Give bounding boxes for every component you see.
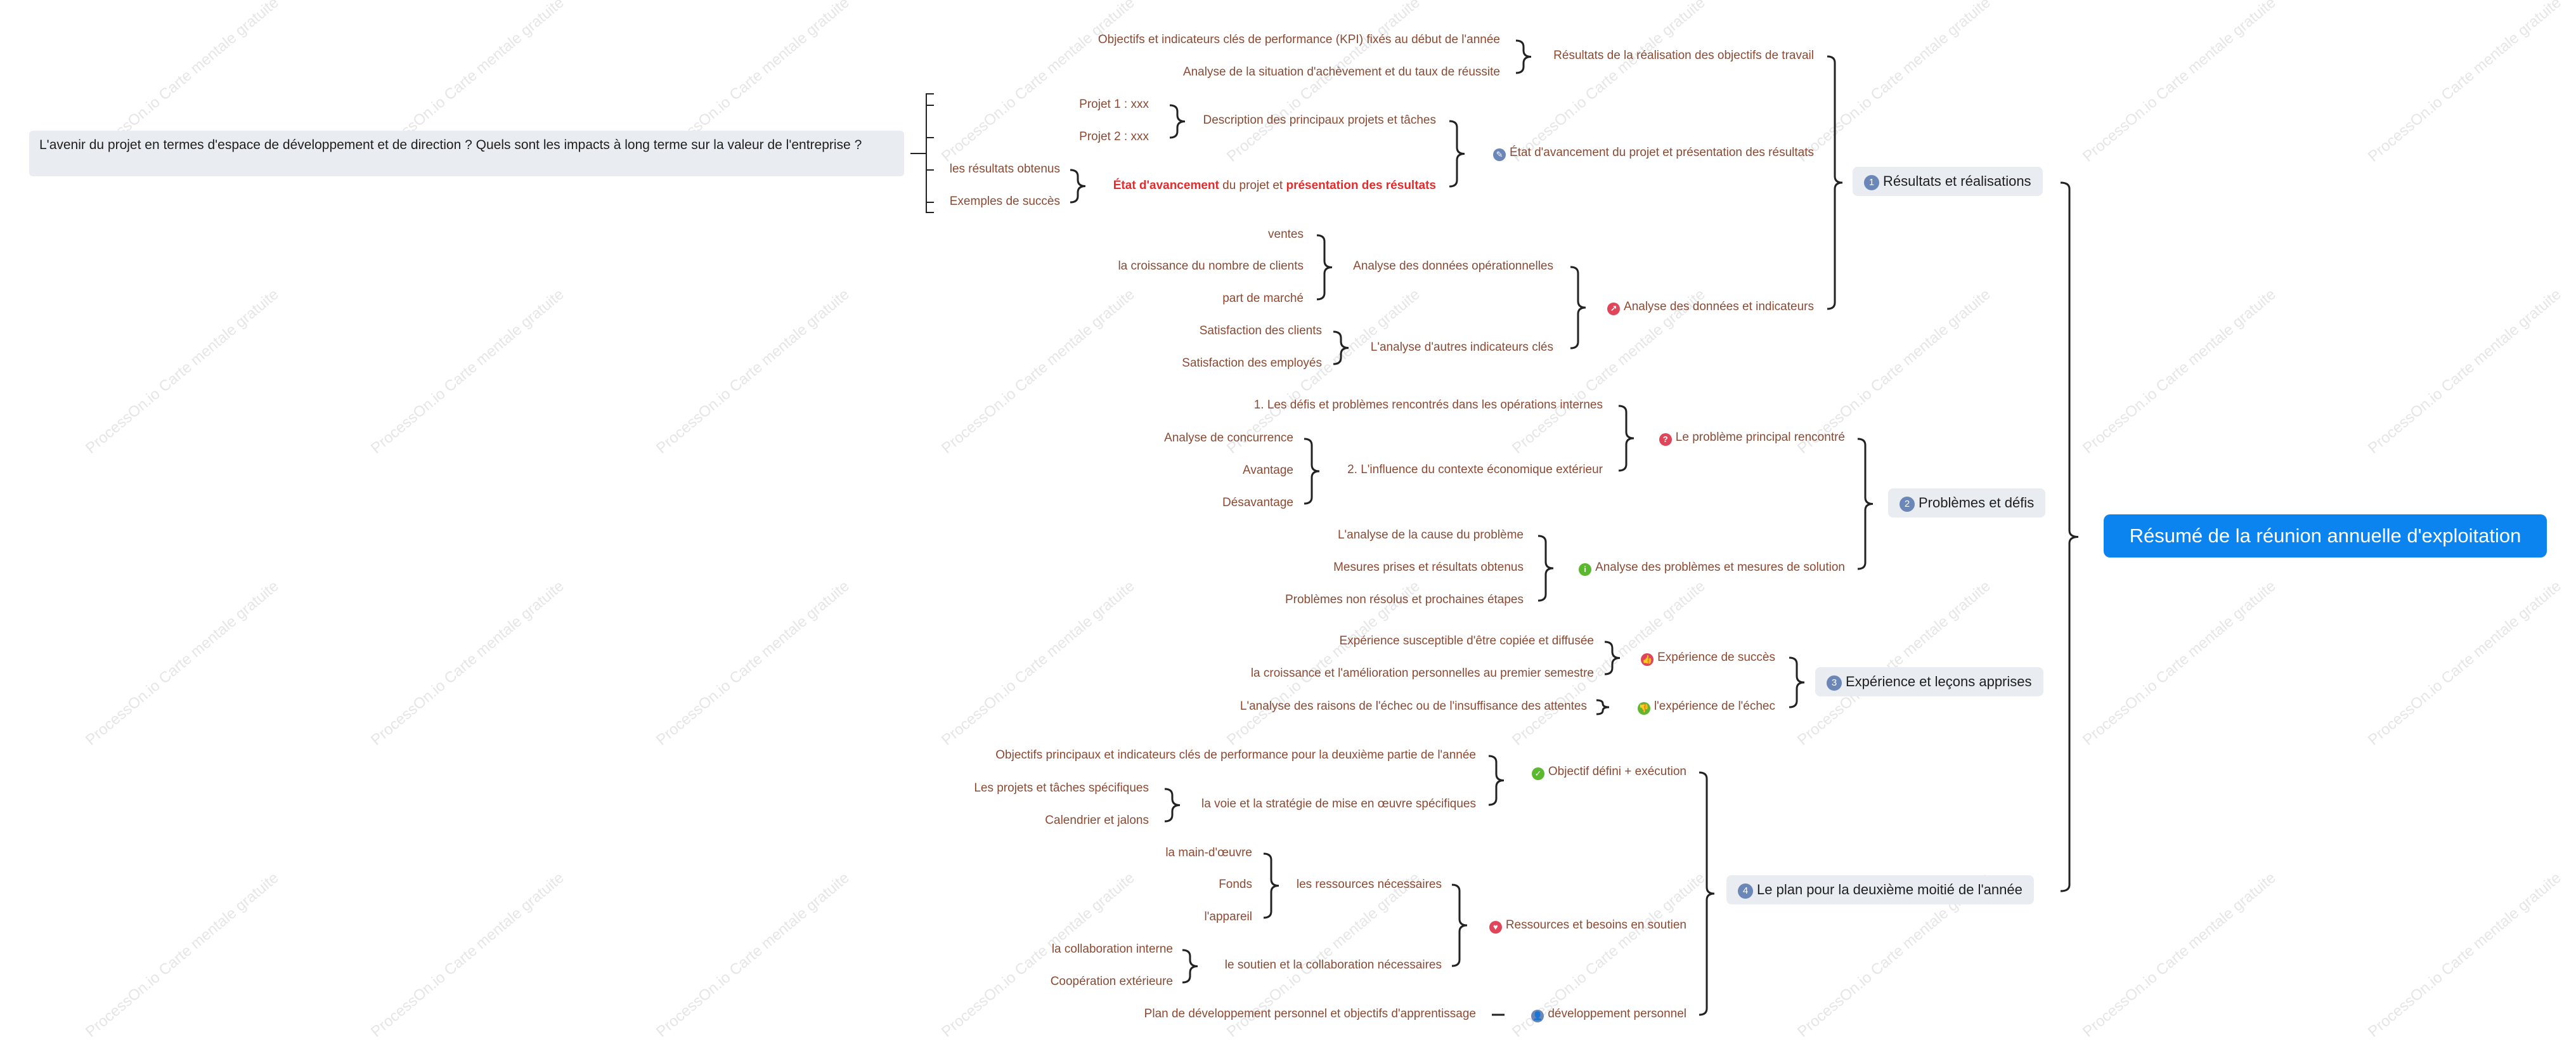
leaf-satisfaction-clients[interactable]: Satisfaction des clients — [1199, 324, 1322, 337]
leaf-resultats-obtenus[interactable]: les résultats obtenus — [949, 162, 1060, 176]
thumbs-down-icon: 👎 — [1637, 702, 1650, 715]
brace-connector — [1316, 234, 1333, 301]
brace-connector — [1827, 55, 1843, 310]
brace-connector — [1488, 755, 1505, 806]
brace-connector — [1537, 535, 1554, 602]
brace-connector — [1164, 788, 1181, 823]
topic-defis-internes[interactable]: 1. Les défis et problèmes rencontrés dan… — [1253, 398, 1603, 412]
leaf-mesures-prises[interactable]: Mesures prises et résultats obtenus — [1333, 561, 1524, 574]
topic-contexte-economique[interactable]: 2. L'influence du contexte économique ex… — [1347, 463, 1603, 476]
leaf-exemples-succes[interactable]: Exemples de succès — [949, 195, 1060, 208]
brace-connector — [1169, 104, 1186, 139]
leaf-cooperation-exterieure[interactable]: Coopération extérieure — [1050, 975, 1173, 988]
topic-experience-echec[interactable]: 👎l'expérience de l'échec — [1637, 700, 1775, 715]
heart-icon: ♥ — [1489, 921, 1502, 934]
brace-connector — [1515, 39, 1532, 74]
leaf-plan-developpement[interactable]: Plan de développement personnel et objec… — [1144, 1007, 1476, 1020]
thumbs-up-icon: 👍 — [1641, 653, 1654, 666]
branch-plan[interactable]: 4 Le plan pour la deuxième moitié de l'an… — [1726, 875, 2034, 904]
branch-experience[interactable]: 3 Expérience et leçons apprises — [1815, 667, 2043, 696]
topic-objectifs-travail[interactable]: Résultats de la réalisation des objectif… — [1553, 49, 1814, 62]
topic-developpement-personnel[interactable]: 👤développement personnel — [1531, 1007, 1686, 1022]
root-topic[interactable]: Résumé de la réunion annuelle d'exploita… — [2104, 514, 2547, 557]
brace-connector — [1699, 771, 1715, 1016]
leaf-appareil[interactable]: l'appareil — [1204, 910, 1252, 923]
branch-label: Expérience et leçons apprises — [1846, 674, 2032, 689]
branch-resultats[interactable]: 1 Résultats et réalisations — [1853, 167, 2043, 196]
branch-label: Problèmes et défis — [1919, 495, 2035, 511]
leaf-croissance-clients[interactable]: la croissance du nombre de clients — [1118, 259, 1304, 273]
info-icon: i — [1579, 563, 1592, 576]
leaf-part-marche[interactable]: part de marché — [1222, 292, 1304, 305]
brace-connector — [2060, 181, 2079, 892]
topic-presentation-resultats[interactable]: État d'avancement du projet et présentat… — [1113, 179, 1436, 192]
number-4-icon: 4 — [1738, 883, 1753, 899]
brace-connector — [1857, 438, 1874, 570]
brace-connector — [1596, 699, 1610, 715]
branch-label: Résultats et réalisations — [1883, 173, 2031, 189]
brace-connector — [1182, 949, 1198, 984]
brace-connector — [1789, 656, 1805, 708]
leaf-analyse-achevement[interactable]: Analyse de la situation d'achèvement et … — [1182, 65, 1500, 79]
number-1-icon: 1 — [1864, 175, 1879, 190]
leaf-collaboration-interne[interactable]: la collaboration interne — [1051, 942, 1173, 956]
topic-probleme-principal[interactable]: ?Le problème principal rencontré — [1659, 431, 1845, 446]
leaf-cause-probleme[interactable]: L'analyse de la cause du problème — [1337, 528, 1524, 542]
leaf-projet-2[interactable]: Projet 2 : xxx — [1079, 130, 1149, 143]
topic-objectifs-deuxieme-partie[interactable]: Objectifs principaux et indicateurs clés… — [995, 748, 1476, 762]
check-icon: ✓ — [1531, 767, 1544, 780]
topic-objectif-execution[interactable]: ✓Objectif défini + exécution — [1531, 765, 1686, 780]
topic-analyse-donnees[interactable]: ↗Analyse des données et indicateurs — [1607, 300, 1814, 315]
chart-icon: ↗ — [1607, 303, 1621, 315]
leaf-raisons-echec[interactable]: L'analyse des raisons de l'échec ou de l… — [1239, 700, 1587, 713]
leaf-croissance-personnelle[interactable]: la croissance et l'amélioration personne… — [1250, 667, 1594, 680]
leaf-experience-copiee[interactable]: Expérience susceptible d'être copiée et … — [1339, 634, 1594, 648]
leaf-ventes[interactable]: ventes — [1268, 228, 1304, 241]
topic-ressources-necessaires[interactable]: les ressources nécessaires — [1296, 878, 1442, 891]
leaf-calendrier-jalons[interactable]: Calendrier et jalons — [1045, 814, 1149, 827]
brace-connector — [1451, 883, 1468, 967]
topic-voie-strategie[interactable]: la voie et la stratégie de mise en œuvre… — [1201, 797, 1476, 811]
topic-experience-succes[interactable]: 👍Expérience de succès — [1641, 651, 1775, 666]
person-icon: 👤 — [1531, 1010, 1544, 1022]
leaf-kpi[interactable]: Objectifs et indicateurs clés de perform… — [1097, 33, 1500, 46]
topic-soutien-collaboration[interactable]: le soutien et la collaboration nécessair… — [1224, 958, 1442, 972]
topic-autres-indicateurs[interactable]: L'analyse d'autres indicateurs clés — [1370, 341, 1553, 354]
leaf-fonds[interactable]: Fonds — [1219, 878, 1252, 891]
note-bracket — [910, 93, 934, 213]
leaf-problemes-non-resolus[interactable]: Problèmes non résolus et prochaines étap… — [1285, 593, 1524, 606]
topic-description-projets[interactable]: Description des principaux projets et tâ… — [1203, 114, 1436, 127]
leaf-main-oeuvre[interactable]: la main-d'œuvre — [1165, 846, 1252, 859]
number-2-icon: 2 — [1900, 497, 1915, 512]
leaf-projets-taches[interactable]: Les projets et tâches spécifiques — [974, 781, 1149, 795]
brace-connector — [1070, 169, 1086, 204]
question-icon: ? — [1659, 433, 1672, 446]
brace-connector — [1449, 120, 1465, 188]
brace-connector — [1618, 405, 1634, 472]
brace-connector — [1304, 438, 1320, 505]
leaf-avantage[interactable]: Avantage — [1243, 464, 1293, 477]
leaf-projet-1[interactable]: Projet 1 : xxx — [1079, 98, 1149, 111]
number-3-icon: 3 — [1827, 675, 1842, 691]
brace-connector — [1263, 852, 1279, 919]
brace-connector — [1604, 641, 1621, 675]
leaf-analyse-concurrence[interactable]: Analyse de concurrence — [1164, 431, 1293, 445]
edit-icon: ✎ — [1493, 148, 1506, 161]
topic-donnees-operationnelles[interactable]: Analyse des données opérationnelles — [1353, 259, 1553, 273]
leaf-satisfaction-employes[interactable]: Satisfaction des employés — [1182, 356, 1322, 370]
brace-connector — [1570, 266, 1586, 349]
leaf-desavantage[interactable]: Désavantage — [1222, 496, 1293, 509]
topic-etat-avancement[interactable]: ✎État d'avancement du projet et présenta… — [1493, 146, 1814, 161]
floating-topic-note[interactable]: L'avenir du projet en termes d'espace de… — [29, 131, 904, 176]
branch-problemes[interactable]: 2 Problèmes et défis — [1888, 488, 2046, 518]
topic-ressources-besoins[interactable]: ♥Ressources et besoins en soutien — [1489, 918, 1686, 934]
brace-connector — [1333, 330, 1349, 365]
branch-label: Le plan pour la deuxième moitié de l'ann… — [1757, 882, 2023, 897]
